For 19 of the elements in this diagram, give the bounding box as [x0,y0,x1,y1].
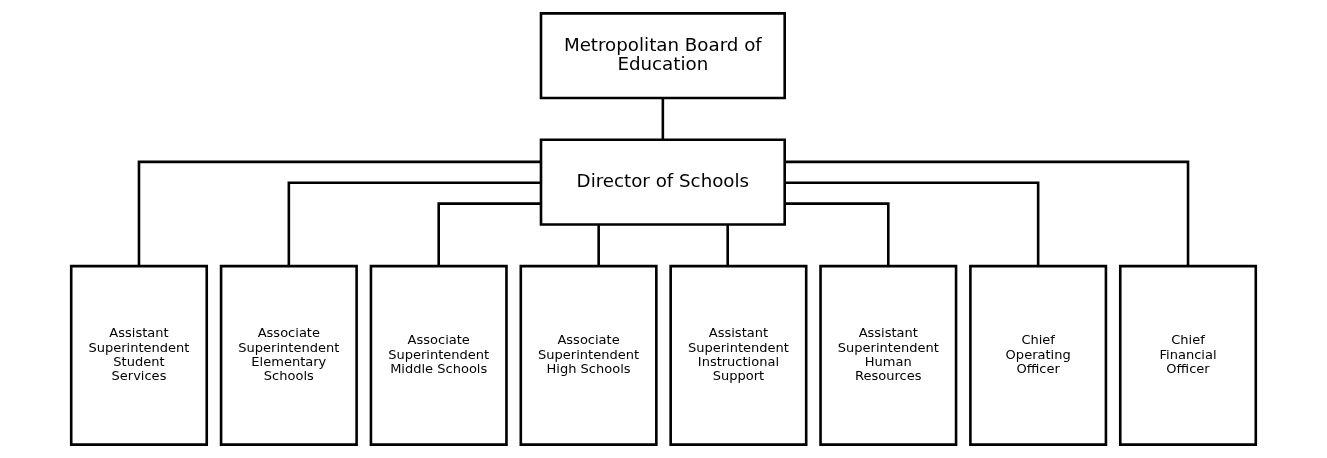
connector [726,224,729,266]
connector [137,160,541,266]
connector [661,98,665,140]
connector [784,181,1040,267]
connector [785,160,1190,266]
node-box: Chief Financial Officer [1118,264,1258,446]
node-box: Director of Schools [539,138,786,226]
node-box: Assistant Superintendent Student Services [69,264,209,446]
node-box: Associate Superintendent Elementary Schools [219,264,358,446]
node-box: Associate Superintendent Middle Schools [369,264,508,446]
connector [287,181,541,267]
connector [437,202,541,266]
node-box: Assistant Superintendent Human Resources [819,264,958,446]
node-box: Metropolitan Board of Education [539,12,786,100]
node-box: Chief Operating Officer [969,264,1108,446]
node-box: Associate Superintendent High Schools [519,264,658,446]
node-box: Assistant Superintendent Instructional Support [669,264,808,446]
connector [597,224,600,266]
connector [784,202,890,266]
